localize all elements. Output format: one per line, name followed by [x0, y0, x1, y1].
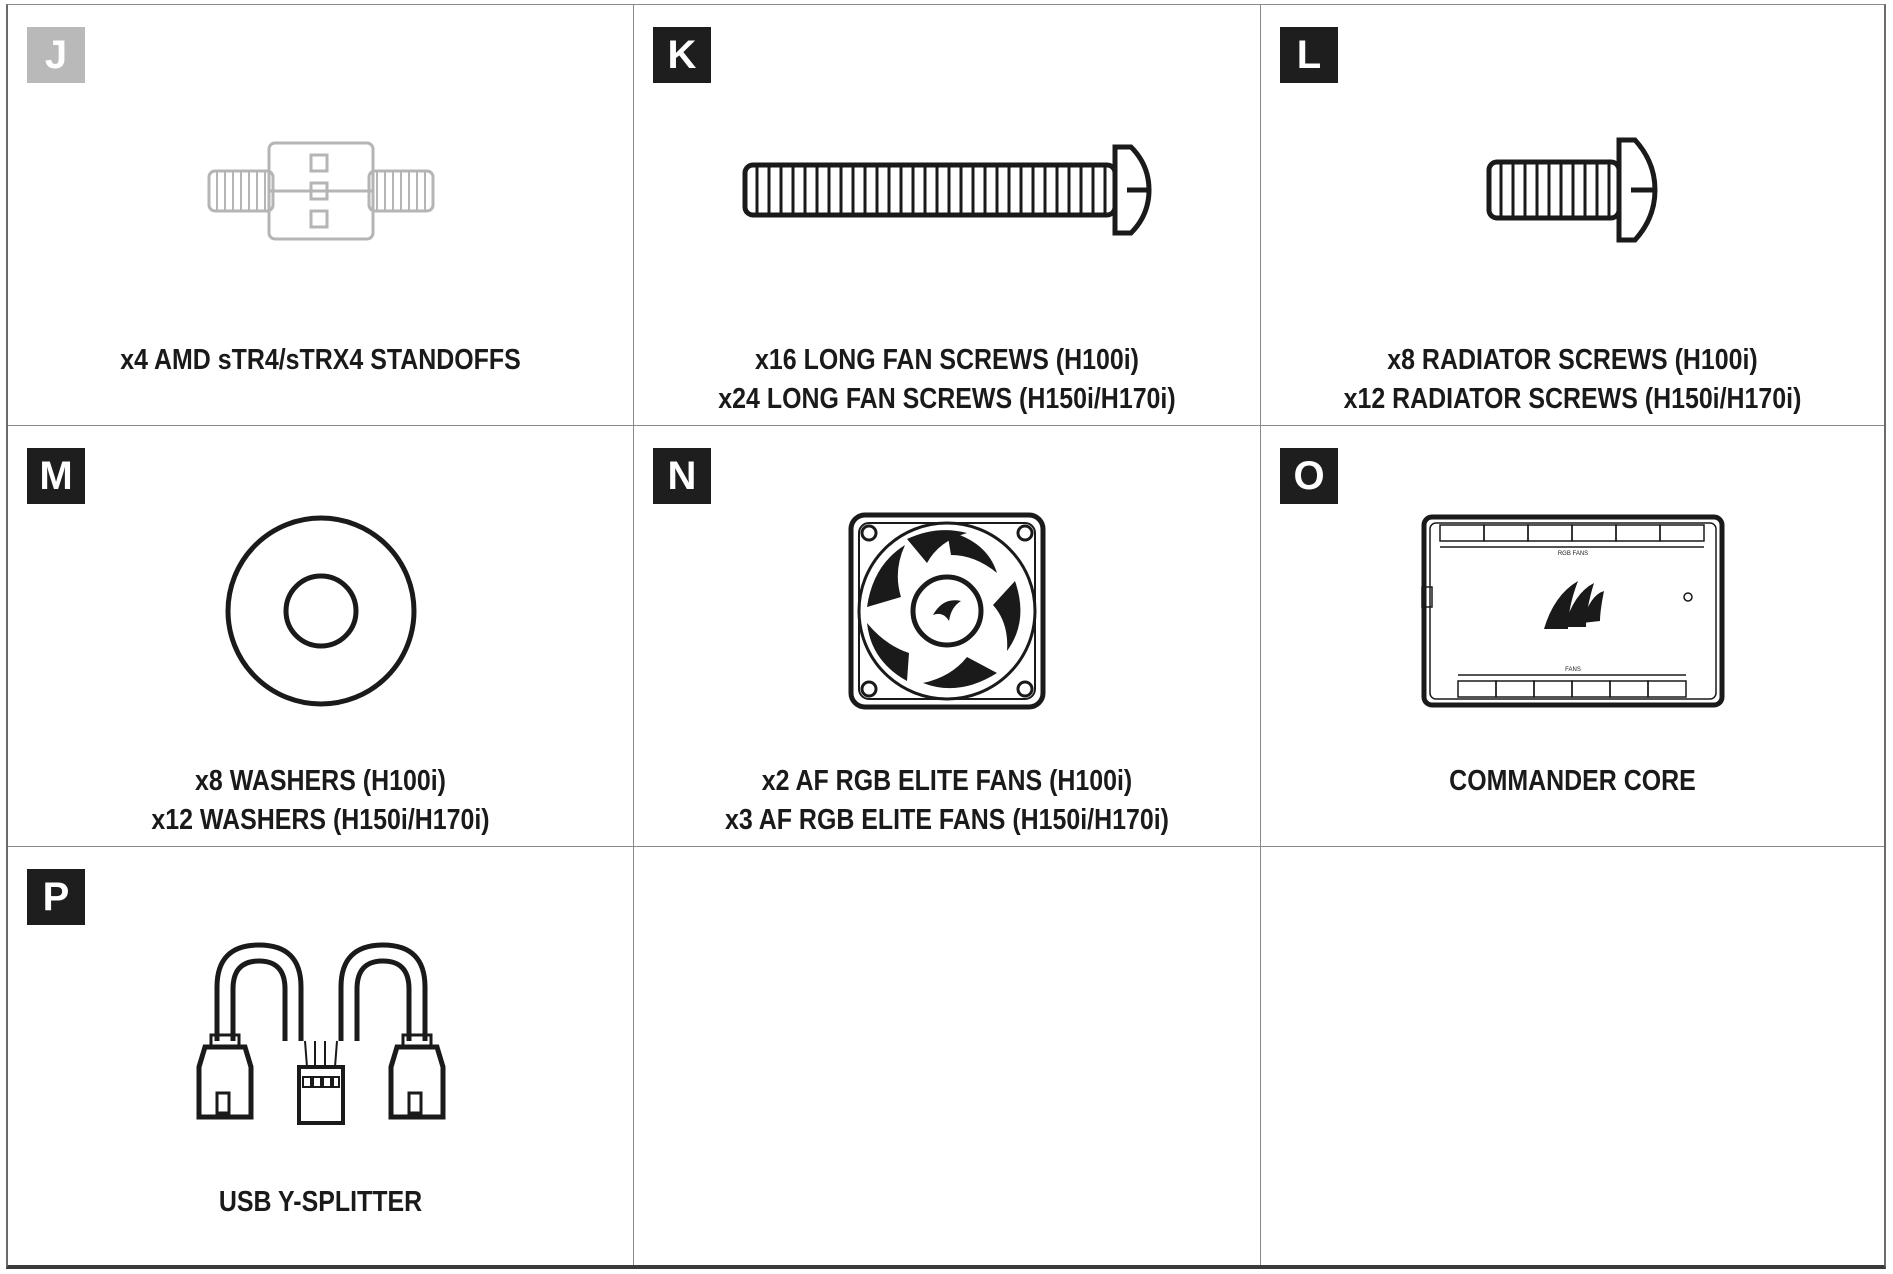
empty-cell: [1261, 847, 1884, 1265]
part-badge-n: N: [653, 448, 711, 504]
caption-line: USB Y-SPLITTER: [218, 1186, 423, 1218]
part-cell-k: K: [634, 5, 1261, 426]
part-caption-l: x8 RADIATOR SCREWS (H100i) x12 RADIATOR …: [1305, 341, 1841, 419]
part-badge-l: L: [1280, 27, 1338, 83]
commander-core-icon: RGB FANS FANS: [1261, 486, 1884, 736]
part-cell-j: J: [8, 5, 634, 426]
caption-line: x16 LONG FAN SCREWS (H100i): [755, 344, 1139, 376]
empty-cell: [634, 847, 1261, 1265]
part-caption-o: COMMANDER CORE: [1305, 762, 1841, 801]
part-caption-j: x4 AMD sTR4/sTRX4 STANDOFFS: [52, 341, 590, 380]
part-cell-o: O RGB FANS FANS: [1261, 426, 1884, 847]
usb-splitter-icon: [8, 907, 633, 1157]
caption-line: COMMANDER CORE: [1449, 765, 1696, 797]
standoff-icon: [8, 65, 633, 315]
part-caption-p: USB Y-SPLITTER: [52, 1183, 590, 1222]
part-caption-n: x2 AF RGB ELITE FANS (H100i) x3 AF RGB E…: [678, 762, 1216, 840]
caption-line: x12 RADIATOR SCREWS (H150i/H170i): [1343, 383, 1802, 415]
part-badge-k: K: [653, 27, 711, 83]
controller-label-rgb: RGB FANS: [1557, 551, 1587, 557]
part-badge-m: M: [27, 448, 85, 504]
part-cell-p: P US: [8, 847, 634, 1265]
caption-line: x4 AMD sTR4/sTRX4 STANDOFFS: [120, 344, 521, 376]
fan-icon: [634, 486, 1260, 736]
caption-line: x2 AF RGB ELITE FANS (H100i): [761, 765, 1133, 797]
caption-line: x24 LONG FAN SCREWS (H150i/H170i): [718, 383, 1176, 415]
radiator-screw-icon: [1261, 65, 1884, 315]
caption-line: x8 WASHERS (H100i): [195, 765, 446, 797]
controller-label-fans: FANS: [1565, 667, 1581, 673]
caption-line: x3 AF RGB ELITE FANS (H150i/H170i): [725, 804, 1169, 836]
washer-icon: [8, 486, 633, 736]
part-badge-o: O: [1280, 448, 1338, 504]
part-cell-m: M x8 WASHERS (H100i) x12 WASHERS (H150i/…: [8, 426, 634, 847]
part-badge-p: P: [27, 869, 85, 925]
sail-logo-icon: [1543, 581, 1604, 629]
caption-line: x8 RADIATOR SCREWS (H100i): [1387, 344, 1758, 376]
part-caption-k: x16 LONG FAN SCREWS (H100i) x24 LONG FAN…: [678, 341, 1216, 419]
parts-grid: J: [6, 4, 1886, 1269]
caption-line: x12 WASHERS (H150i/H170i): [151, 804, 490, 836]
part-caption-m: x8 WASHERS (H100i) x12 WASHERS (H150i/H1…: [52, 762, 590, 840]
part-badge-j: J: [27, 27, 85, 83]
long-screw-icon: [634, 65, 1260, 315]
part-cell-n: N: [634, 426, 1261, 847]
part-cell-l: L x8 RADIATOR SCREWS (H100i) x12 RADIATO…: [1261, 5, 1884, 426]
